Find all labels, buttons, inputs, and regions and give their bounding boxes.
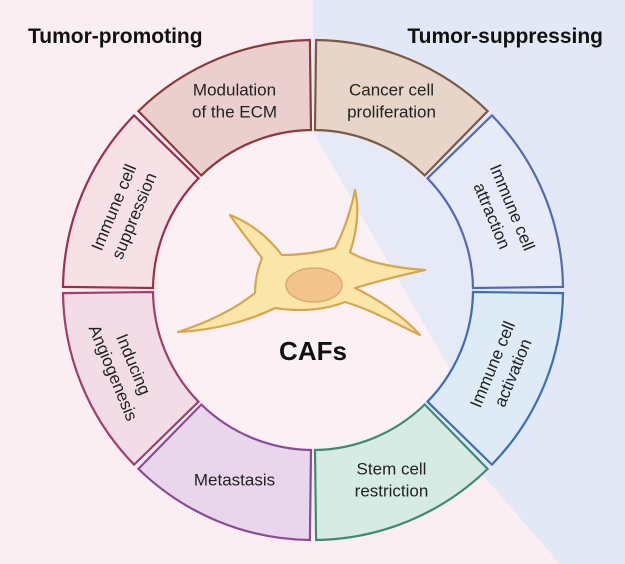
inner-circle-suppressing-half xyxy=(313,131,472,369)
fibroblast-cell-icon xyxy=(176,188,427,337)
segment-modulation-of-the-ecm xyxy=(136,38,313,178)
segment-label-line: of the ECM xyxy=(192,103,277,122)
segment-immune-cell-attraction xyxy=(425,113,565,290)
segment-label-metastasis: Metastasis xyxy=(194,470,275,489)
caf-label: CAFs xyxy=(279,336,347,366)
segment-stem-cell-restriction xyxy=(313,402,490,542)
segment-label-line: Modulation xyxy=(193,81,276,100)
segment-label-line: Cancer cell xyxy=(349,81,434,100)
tumor-suppressing-heading: Tumor-suppressing xyxy=(407,25,603,48)
segment-label-stem-cell-restriction: Stem cell restriction xyxy=(355,459,429,500)
segment-label-line: restriction xyxy=(355,481,429,500)
segment-label-line: proliferation xyxy=(347,103,436,122)
segment-immune-cell-activation xyxy=(425,290,565,467)
segment-immune-cell-suppression xyxy=(61,113,201,290)
segment-label-line: Metastasis xyxy=(194,470,275,489)
segment-label-cancer-cell-proliferation: Cancer cell proliferation xyxy=(347,81,436,122)
segment-inducing-angiogenesis xyxy=(61,290,201,467)
segment-cancer-cell-proliferation xyxy=(313,38,490,178)
tumor-promoting-heading: Tumor-promoting xyxy=(28,25,203,48)
segment-label-modulation-of-the-ecm: Modulation of the ECM xyxy=(192,81,277,122)
segment-metastasis xyxy=(136,402,313,542)
segment-label-line: Stem cell xyxy=(357,459,427,478)
